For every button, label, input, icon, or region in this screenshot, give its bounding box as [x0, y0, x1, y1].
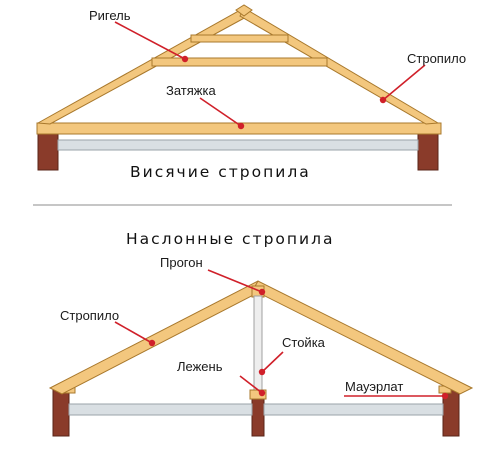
callout-lezhen: Лежень	[177, 359, 266, 397]
middle-wall-bottom	[251, 397, 265, 437]
collar-beam-lower	[151, 57, 328, 67]
tie-beam	[36, 122, 442, 135]
ceiling-slab	[57, 139, 419, 151]
post	[253, 295, 263, 391]
collar-beam-upper	[190, 34, 289, 43]
left-brick-support	[37, 131, 59, 171]
callout-stropilo-bottom: Стропило	[60, 308, 156, 347]
hanging-rafters-diagram: Ригель Стропило Затяжка Висячие стропила	[36, 4, 466, 181]
label-rigel: Ригель	[89, 8, 131, 23]
leaning-rafters-diagram: Наслонные стропила Прогон Стропило	[48, 230, 474, 437]
label-mauerlat: Мауэрлат	[345, 379, 403, 394]
left-wall-bottom	[52, 389, 70, 437]
callout-zatyazhka: Затяжка	[166, 83, 245, 130]
title-leaning-rafters: Наслонные стропила	[126, 230, 335, 248]
right-ceiling-slab	[263, 403, 444, 416]
callout-progon: Прогон	[160, 255, 266, 296]
label-stropilo-top: Стропило	[407, 51, 466, 66]
label-zatyazhka: Затяжка	[166, 83, 216, 98]
label-progon: Прогон	[160, 255, 203, 270]
callout-stropilo-top: Стропило	[379, 51, 466, 104]
left-ceiling-slab	[68, 403, 253, 416]
callout-rigel: Ригель	[89, 8, 189, 63]
callout-mauerlat: Мауэрлат	[344, 379, 449, 400]
callout-stoyka: Стойка	[258, 335, 326, 376]
label-lezhen: Лежень	[177, 359, 223, 374]
left-rafter-bottom	[48, 280, 264, 395]
label-stoyka: Стойка	[282, 335, 326, 350]
title-hanging-rafters: Висячие стропила	[130, 163, 311, 181]
label-stropilo-bottom: Стропило	[60, 308, 119, 323]
ridge-cap	[235, 4, 253, 17]
right-brick-support	[417, 131, 439, 171]
